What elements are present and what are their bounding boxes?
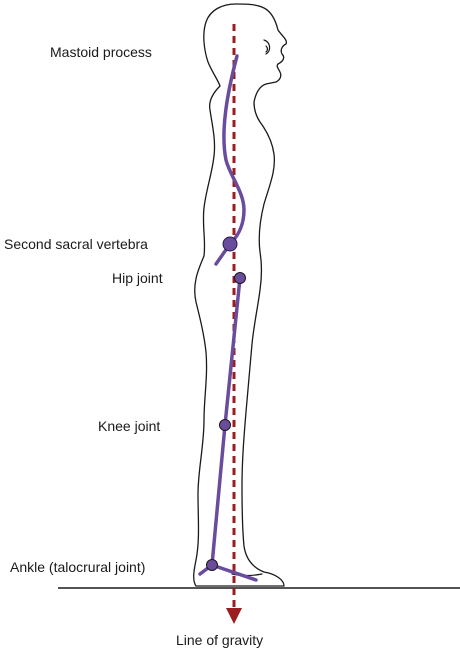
label-line-of-gravity: Line of gravity (176, 632, 264, 648)
label-ankle-joint: Ankle (talocrural joint) (10, 559, 146, 575)
spine-curve (222, 54, 246, 246)
label-knee-joint: Knee joint (98, 418, 161, 434)
label-hip-joint: Hip joint (112, 270, 163, 286)
body-outline (193, 3, 288, 587)
ankle-joint-marker (206, 559, 218, 571)
tibia-segment (210, 423, 227, 567)
sacral-joint-marker (222, 236, 238, 252)
knee-joint-marker (219, 419, 231, 431)
label-second-sacral-vertebra: Second sacral vertebra (4, 236, 148, 252)
hip-joint-marker (234, 272, 246, 284)
gravity-arrowhead (226, 608, 242, 624)
foot-segment (210, 563, 258, 582)
ear-detail (263, 39, 271, 55)
label-mastoid-process: Mastoid process (50, 44, 152, 60)
femur-segment (223, 276, 242, 427)
